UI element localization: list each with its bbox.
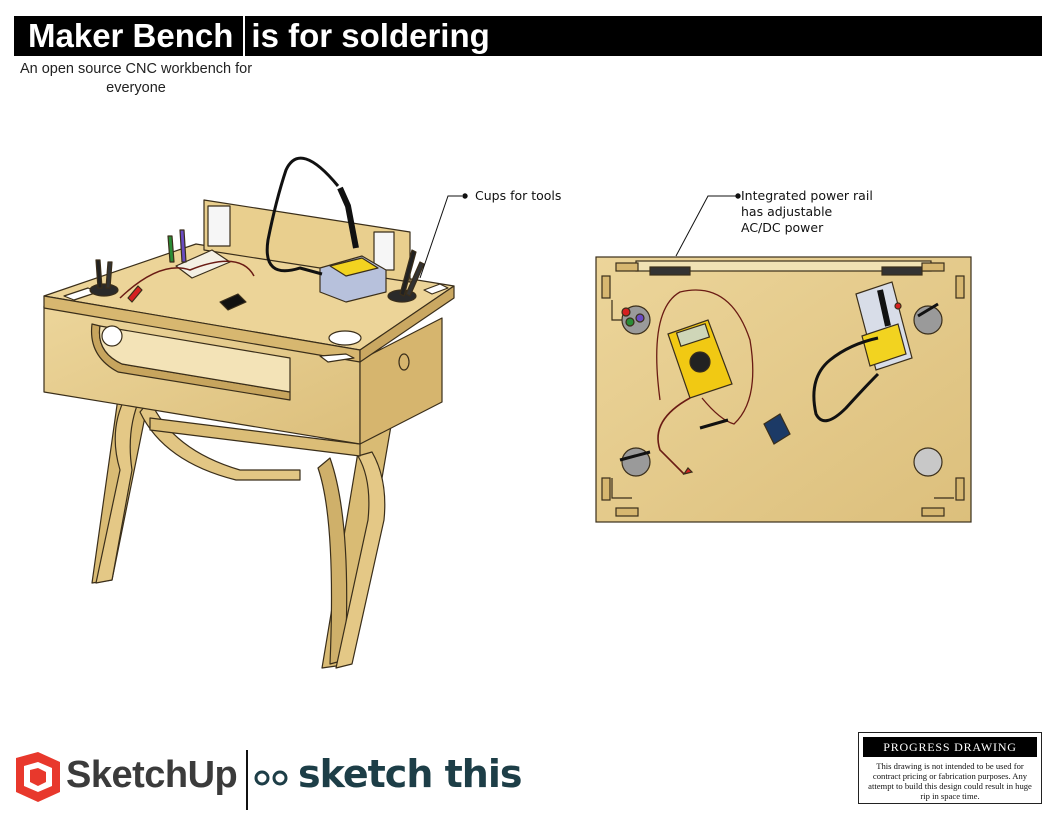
stamp-title: PROGRESS DRAWING <box>863 737 1037 757</box>
title-bar: Maker Bench is for soldering <box>14 16 1042 56</box>
perspective-bench-view <box>43 156 455 669</box>
title-product-name: Maker Bench <box>14 16 246 56</box>
subtitle: An open source CNC workbench for everyon… <box>19 61 253 96</box>
top-view-bench <box>595 256 972 523</box>
stamp-disclaimer: This drawing is not intended to be used … <box>868 761 1032 801</box>
sketchup-logo-icon <box>16 752 60 802</box>
gear-icon <box>254 770 288 786</box>
sketchthis-logo-text: sketch this <box>298 752 522 796</box>
power-rail-callout: Integrated power rail has adjustable AC/… <box>741 188 873 235</box>
sketchup-logo-text: SketchUp <box>66 754 238 796</box>
logo-area: SketchUp sketch this <box>14 744 534 810</box>
cups-callout: Cups for tools <box>475 188 562 203</box>
logo-divider <box>246 750 248 810</box>
cups-callout-leader <box>419 193 468 279</box>
title-tagline: is for soldering <box>251 17 490 54</box>
power-rail-callout-leader <box>675 193 741 257</box>
progress-drawing-stamp: PROGRESS DRAWING This drawing is not int… <box>858 732 1042 804</box>
